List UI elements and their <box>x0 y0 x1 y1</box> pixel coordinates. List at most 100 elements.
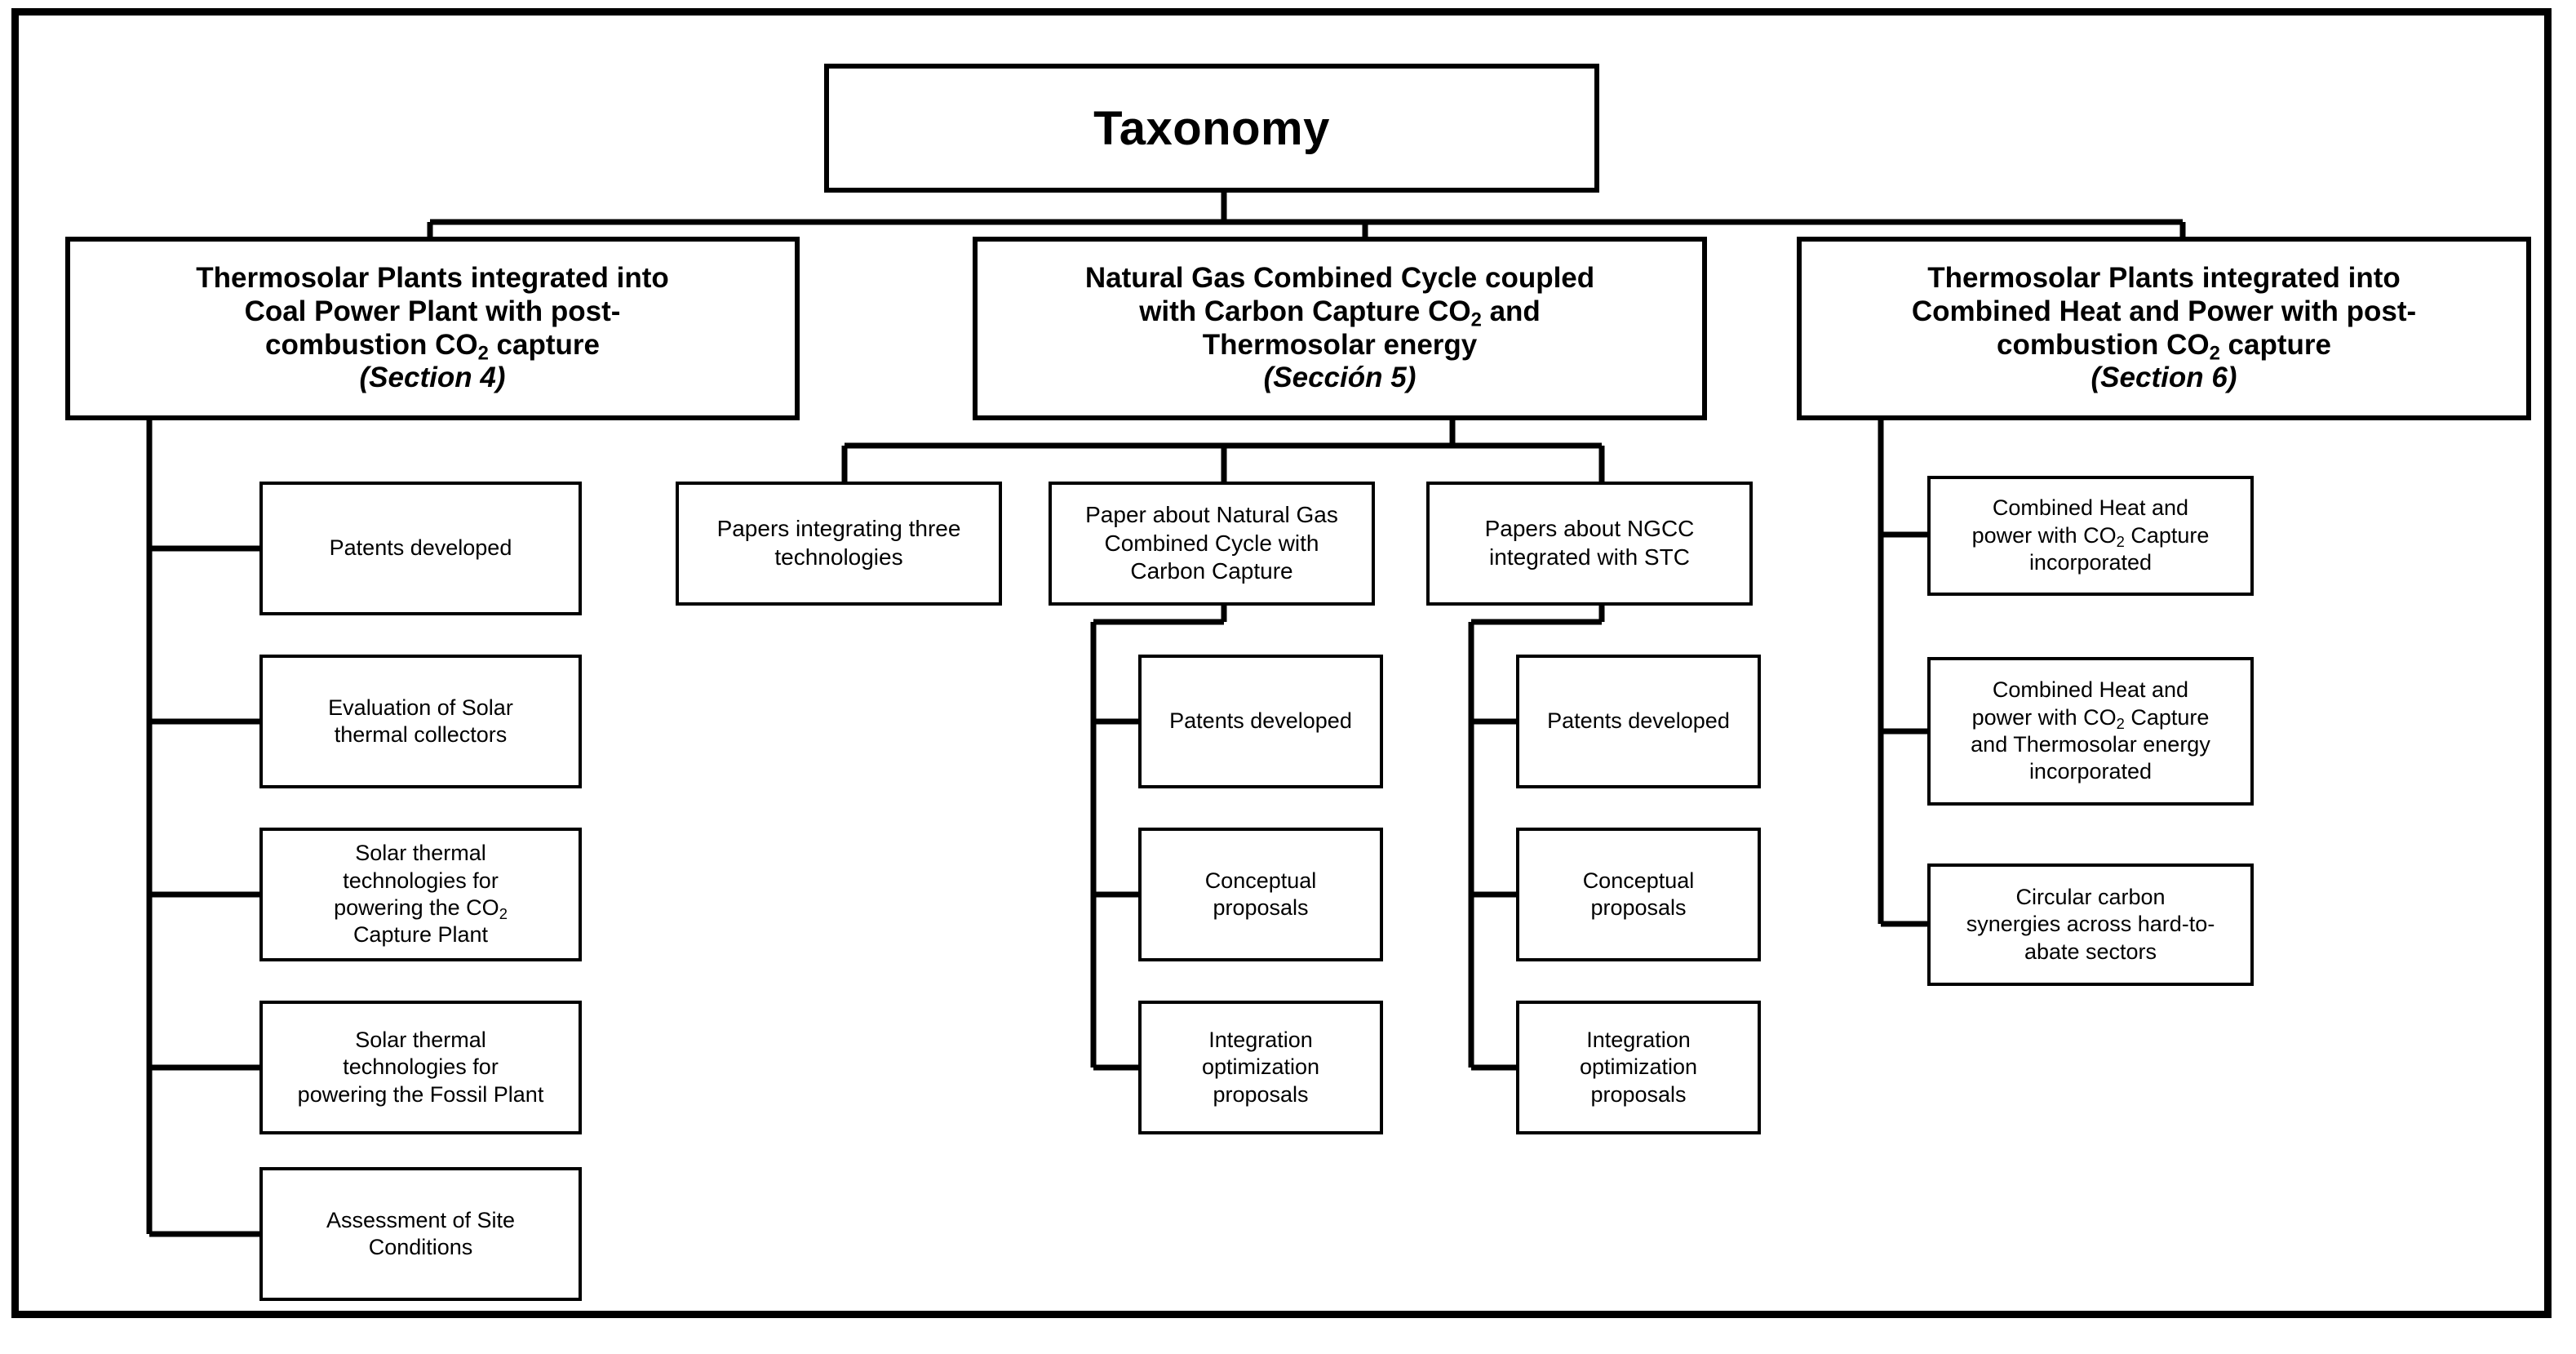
branch-coal-line1: Thermosolar Plants integrated into <box>196 262 669 295</box>
leaf-conceptual-ngcc-stc-line1: Conceptual <box>1582 868 1695 893</box>
leaf-node-conceptual-proposals-ngcc-stc[interactable]: Conceptual proposals <box>1516 828 1761 961</box>
category-ngcc-stc-label: Papers about NGCC integrated with STC <box>1430 515 1749 571</box>
branch-ngcc-line1: Natural Gas Combined Cycle coupled <box>1084 262 1595 295</box>
leaf-node-patents-developed-coal[interactable]: Patents developed <box>259 482 582 615</box>
branch-chp-line3a: combustion CO <box>1997 328 2210 361</box>
leaf-chp-thermo-line2a: power with CO <box>1971 704 2117 730</box>
leaf-chp-thermo-subscript: 2 <box>2116 714 2125 732</box>
leaf-integration-ngcc-stc-line2: optimization <box>1579 1054 1698 1080</box>
leaf-chp-thermo-line4: incorporated <box>2028 759 2153 784</box>
leaf-node-patents-developed-ngcc-stc[interactable]: Patents developed <box>1516 655 1761 788</box>
leaf-patents-ngcc-cc-line1: Patents developed <box>1169 708 1352 734</box>
leaf-conceptual-ngcc-cc-label: Conceptual proposals <box>1142 868 1380 922</box>
leaf-node-stc-powering-capture-plant[interactable]: Solar thermal technologies for powering … <box>259 828 582 961</box>
leaf-integration-ngcc-stc-line1: Integration <box>1586 1027 1691 1052</box>
leaf-site-conditions-line1: Assessment of Site <box>326 1207 516 1232</box>
root-node-label: Taxonomy <box>1093 101 1330 155</box>
category-ngcc-cc-line2: Combined Cycle with <box>1104 530 1319 556</box>
leaf-node-patents-developed-ngcc-cc[interactable]: Patents developed <box>1138 655 1383 788</box>
branch-chp-line2: Combined Heat and Power with post- <box>1911 295 2417 327</box>
leaf-chp-capture-line3: incorporated <box>2028 550 2153 575</box>
leaf-node-assessment-site-conditions[interactable]: Assessment of Site Conditions <box>259 1167 582 1301</box>
leaf-conceptual-ngcc-cc-line2: proposals <box>1213 895 1309 920</box>
category-ngcc-cc-line1: Paper about Natural Gas <box>1085 501 1338 527</box>
leaf-stc-fossil-line2: technologies for <box>343 1054 499 1080</box>
leaf-circular-carbon-label: Circular carbon synergies across hard-to… <box>1931 884 2250 966</box>
leaf-conceptual-ngcc-stc-line2: proposals <box>1590 895 1687 920</box>
leaf-integration-ngcc-cc-line3: proposals <box>1213 1081 1309 1107</box>
branch-ngcc-subscript: 2 <box>1470 309 1482 331</box>
branch-chp-subscript: 2 <box>2209 342 2220 365</box>
category-ngcc-cc-label: Paper about Natural Gas Combined Cycle w… <box>1052 501 1372 586</box>
leaf-site-conditions-label: Assessment of Site Conditions <box>263 1207 579 1262</box>
leaf-chp-capture-subscript: 2 <box>2116 532 2125 550</box>
leaf-chp-capture-line2b: Capture <box>2124 522 2210 548</box>
leaf-node-circular-carbon-synergies[interactable]: Circular carbon synergies across hard-to… <box>1927 863 2254 986</box>
leaf-integration-ngcc-cc-line1: Integration <box>1208 1027 1313 1052</box>
leaf-chp-thermo-line2b: Capture <box>2124 704 2210 730</box>
leaf-chp-thermo-line1: Combined Heat and <box>1992 677 2189 703</box>
category-ngcc-cc-line3: Carbon Capture <box>1130 558 1293 584</box>
leaf-node-stc-powering-fossil-plant[interactable]: Solar thermal technologies for powering … <box>259 1001 582 1134</box>
leaf-conceptual-ngcc-cc-line1: Conceptual <box>1204 868 1317 893</box>
leaf-stc-fossil-line3: powering the Fossil Plant <box>297 1081 544 1107</box>
leaf-stc-fossil-label: Solar thermal technologies for powering … <box>263 1027 579 1108</box>
branch-coal-line3a: combustion CO <box>265 328 478 361</box>
branch-chp-line1: Thermosolar Plants integrated into <box>1927 262 2401 295</box>
leaf-integration-ngcc-cc-line2: optimization <box>1201 1054 1320 1080</box>
branch-ngcc-line2a: with Carbon Capture CO <box>1139 295 1471 327</box>
branch-coal-line3b: capture <box>488 328 600 361</box>
leaf-node-conceptual-proposals-ngcc-cc[interactable]: Conceptual proposals <box>1138 828 1383 961</box>
category-ngcc-stc-line1: Papers about NGCC <box>1484 516 1695 542</box>
leaf-chp-capture-thermosolar-label: Combined Heat and power with CO2 Capture… <box>1931 677 2250 786</box>
leaf-stc-capture-line4: Capture Plant <box>352 922 489 948</box>
leaf-circular-carbon-line3: abate sectors <box>2024 939 2157 964</box>
category-node-ngcc-carbon-capture[interactable]: Paper about Natural Gas Combined Cycle w… <box>1049 482 1375 606</box>
leaf-stc-capture-line3a: powering the CO <box>334 895 499 920</box>
branch-coal-line2: Coal Power Plant with post- <box>244 295 621 327</box>
leaf-node-chp-with-capture[interactable]: Combined Heat and power with CO2 Capture… <box>1927 476 2254 596</box>
leaf-stc-fossil-line1: Solar thermal <box>355 1027 486 1052</box>
leaf-integration-ngcc-cc-label: Integration optimization proposals <box>1142 1027 1380 1108</box>
branch-chp-section: (Section 6) <box>2091 362 2237 394</box>
category-node-ngcc-stc[interactable]: Papers about NGCC integrated with STC <box>1426 482 1753 606</box>
category-three-tech-line2: technologies <box>774 544 903 570</box>
leaf-circular-carbon-line1: Circular carbon <box>2015 884 2166 909</box>
leaf-integration-ngcc-stc-label: Integration optimization proposals <box>1519 1027 1758 1108</box>
branch-node-ngcc[interactable]: Natural Gas Combined Cycle coupled with … <box>973 237 1707 420</box>
leaf-chp-capture-label: Combined Heat and power with CO2 Capture… <box>1931 495 2250 576</box>
branch-node-coal-label: Thermosolar Plants integrated into Coal … <box>70 262 795 394</box>
category-ngcc-stc-line2: integrated with STC <box>1489 544 1690 570</box>
leaf-evaluation-label: Evaluation of Solar thermal collectors <box>263 695 579 749</box>
branch-node-combined-heat-power[interactable]: Thermosolar Plants integrated into Combi… <box>1797 237 2531 420</box>
leaf-patents-ngcc-stc-label: Patents developed <box>1519 708 1758 735</box>
branch-ngcc-line3: Thermosolar energy <box>1202 328 1478 361</box>
leaf-patents-ngcc-cc-label: Patents developed <box>1142 708 1380 735</box>
branch-chp-line3b: capture <box>2219 328 2331 361</box>
branch-coal-subscript: 2 <box>477 342 489 365</box>
root-node-taxonomy[interactable]: Taxonomy <box>824 64 1599 193</box>
category-three-tech-label: Papers integrating three technologies <box>679 515 999 571</box>
branch-coal-section: (Section 4) <box>359 362 506 394</box>
leaf-stc-capture-subscript: 2 <box>499 905 508 923</box>
leaf-chp-thermo-line3: and Thermosolar energy <box>1971 732 2210 757</box>
leaf-node-evaluation-solar-collectors[interactable]: Evaluation of Solar thermal collectors <box>259 655 582 788</box>
leaf-patents-ngcc-stc-line1: Patents developed <box>1547 708 1730 734</box>
leaf-patents-coal-line1: Patents developed <box>329 535 512 561</box>
branch-node-coal-power-plant[interactable]: Thermosolar Plants integrated into Coal … <box>65 237 800 420</box>
leaf-evaluation-line2: thermal collectors <box>334 722 508 747</box>
leaf-node-integration-optimization-ngcc-stc[interactable]: Integration optimization proposals <box>1516 1001 1761 1134</box>
leaf-stc-capture-label: Solar thermal technologies for powering … <box>263 840 579 949</box>
branch-ngcc-line2b: and <box>1481 295 1541 327</box>
branch-node-chp-label: Thermosolar Plants integrated into Combi… <box>1802 262 2526 394</box>
branch-node-ngcc-label: Natural Gas Combined Cycle coupled with … <box>978 262 1702 394</box>
leaf-chp-capture-line2a: power with CO <box>1971 522 2117 548</box>
leaf-node-chp-with-capture-and-thermosolar[interactable]: Combined Heat and power with CO2 Capture… <box>1927 657 2254 806</box>
branch-ngcc-section: (Sección 5) <box>1263 362 1417 394</box>
leaf-evaluation-line1: Evaluation of Solar <box>328 695 513 720</box>
leaf-node-integration-optimization-ngcc-cc[interactable]: Integration optimization proposals <box>1138 1001 1383 1134</box>
leaf-site-conditions-line2: Conditions <box>368 1235 473 1259</box>
category-node-three-technologies[interactable]: Papers integrating three technologies <box>676 482 1002 606</box>
